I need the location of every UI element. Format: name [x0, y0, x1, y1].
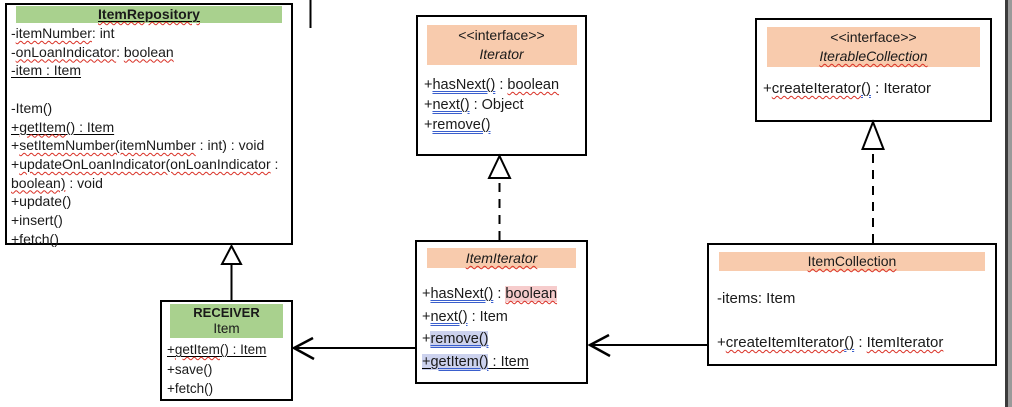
class-box-receiver-item: RECEIVER Item +getItem() : Item +save() … — [160, 300, 293, 401]
iterator-title: Iterator — [479, 46, 524, 62]
item-iterator-title: ItemIterator — [465, 250, 538, 266]
method-line: +createItemIterator() : ItemIterator — [717, 334, 944, 351]
method-line: +hasNext() : boolean — [424, 77, 560, 93]
item-repository-header: ItemRepository — [16, 6, 282, 23]
realization-arrow-itemcollection-to-iterablecollection — [861, 119, 885, 243]
method-line: +fetch() — [167, 381, 214, 396]
method-line: +next() : Object — [424, 97, 524, 113]
iterator-header: <<interface>> Iterator — [426, 25, 577, 65]
method-line: +getItem() : Item — [167, 342, 267, 357]
method-line: -Item() — [11, 99, 53, 116]
class-box-iterable-collection-interface: <<interface>> IterableCollection +create… — [755, 18, 992, 122]
iterable-collection-header: <<interface>> IterableCollection — [767, 27, 980, 67]
canvas-right-border-shade — [1008, 0, 1012, 407]
method-line: +fetch() — [11, 230, 59, 247]
method-line: +createIterator() : Iterator — [763, 80, 932, 97]
iterable-collection-stereotype: <<interface>> — [830, 29, 917, 45]
receiver-item-title: Item — [213, 321, 240, 336]
attribute-line: -items: Item — [717, 290, 796, 307]
blank-line — [11, 80, 289, 99]
method-line: +update() — [11, 193, 72, 210]
class-box-item-collection: ItemCollection -items: Item +createItemI… — [707, 243, 997, 366]
method-line: +save() — [167, 361, 213, 377]
method-line-wrap: boolean) : void — [11, 174, 103, 191]
canvas-right-border — [1005, 0, 1008, 407]
class-box-item-iterator: ItemIterator +hasNext() : boolean +next(… — [415, 240, 588, 384]
method-line: +setItemNumber(itemNumber : int) : void — [11, 137, 265, 154]
method-line: +remove() — [424, 117, 491, 133]
method-line: +updateOnLoanIndicator(onLoanIndicator : — [11, 155, 279, 172]
generalization-arrow-item-to-itemrepository — [220, 243, 243, 300]
association-arrow-itemcollection-to-itemiterator — [587, 333, 707, 358]
receiver-role-label: RECEIVER — [193, 305, 260, 320]
iterator-stereotype: <<interface>> — [458, 27, 545, 43]
method-line: +hasNext() : boolean — [422, 286, 558, 302]
method-line: +getItem() : Item — [11, 118, 115, 135]
attribute-line: -item : Item — [11, 62, 82, 79]
receiver-item-members: +getItem() : Item +save() +fetch() — [162, 340, 291, 399]
class-box-item-repository: ItemRepository -itemNumber: int -onLoanI… — [5, 3, 293, 248]
method-line: +remove() — [422, 331, 489, 347]
association-arrow-itemiterator-to-item — [291, 336, 415, 361]
item-collection-title: ItemCollection — [807, 253, 897, 269]
iterable-collection-members: +createIterator() : Iterator — [757, 79, 990, 99]
method-line: +getItem() : Item — [422, 353, 529, 370]
method-line: +insert() — [11, 212, 63, 229]
attribute-line: -onLoanIndicator: boolean — [11, 43, 174, 60]
item-collection-header: ItemCollection — [719, 252, 985, 271]
method-line: +next() : Item — [422, 308, 508, 325]
item-repository-members: -itemNumber: int -onLoanIndicator: boole… — [7, 23, 291, 248]
item-iterator-members: +hasNext() : boolean +next() : Item +rem… — [417, 283, 586, 373]
item-repository-title: ItemRepository — [98, 6, 200, 22]
item-iterator-header: ItemIterator — [427, 248, 576, 268]
receiver-item-header: RECEIVER Item — [170, 304, 283, 338]
realization-arrow-itemiterator-to-iterator — [487, 153, 512, 240]
iterable-collection-title: IterableCollection — [819, 48, 928, 64]
class-box-iterator-interface: <<interface>> Iterator +hasNext() : bool… — [416, 15, 587, 156]
attribute-line: -itemNumber: int — [11, 25, 115, 41]
iterator-members: +hasNext() : boolean +next() : Object +r… — [418, 75, 585, 135]
